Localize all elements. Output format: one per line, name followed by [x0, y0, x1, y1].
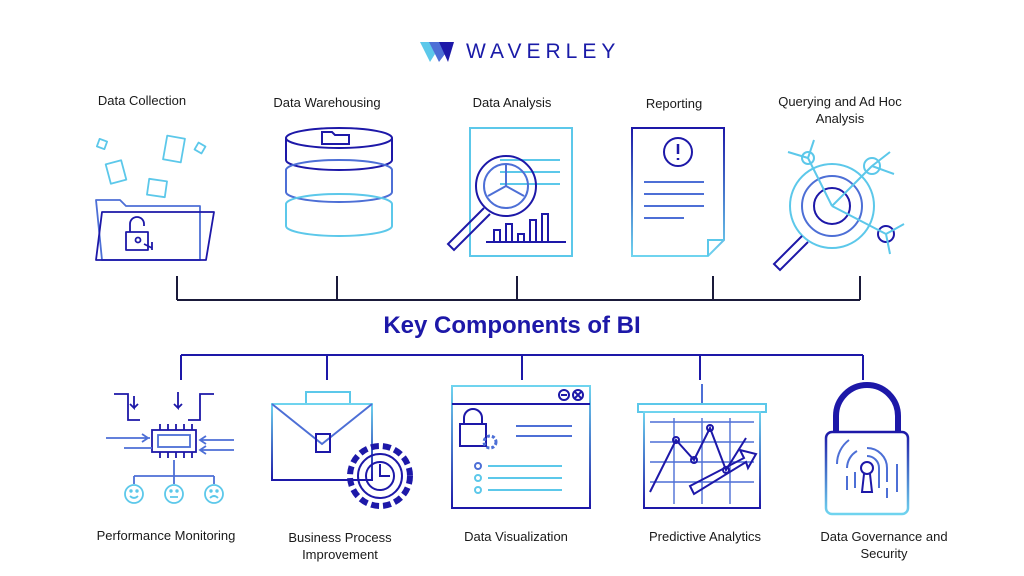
chip-monitor-icon: [106, 392, 234, 504]
label-querying: Querying and Ad Hoc Analysis: [778, 94, 902, 126]
brand-name: WAVERLEY: [466, 40, 621, 63]
query-magnifier-icon: [772, 139, 905, 272]
label-business-process-improvement: Business Process Improvement: [288, 530, 392, 562]
label-data-governance: Data Governance and Security: [820, 529, 948, 561]
label-data-analysis: Data Analysis: [472, 95, 552, 110]
label-reporting: Reporting: [645, 96, 703, 111]
label-data-warehousing: Data Warehousing: [273, 95, 381, 110]
window-chart-icon: [451, 385, 591, 509]
trend-board-icon: [637, 384, 767, 509]
report-document-icon: [631, 127, 725, 257]
label-predictive-analytics: Predictive Analytics: [649, 529, 761, 544]
briefcase-gear-icon: [271, 391, 413, 509]
diagram-title: Key Components of BI: [383, 312, 641, 339]
database-icon: [285, 127, 393, 237]
brand-logo: WAVERLEY: [420, 40, 620, 64]
label-data-collection: Data Collection: [97, 93, 187, 108]
padlock-fingerprint-icon: [824, 382, 910, 516]
label-data-visualization: Data Visualization: [464, 529, 568, 544]
magnifier-chart-icon: [446, 127, 573, 257]
folder-icon: [95, 134, 215, 261]
waverley-logo-icon: [420, 42, 454, 62]
label-performance-monitoring: Performance Monitoring: [96, 528, 236, 543]
